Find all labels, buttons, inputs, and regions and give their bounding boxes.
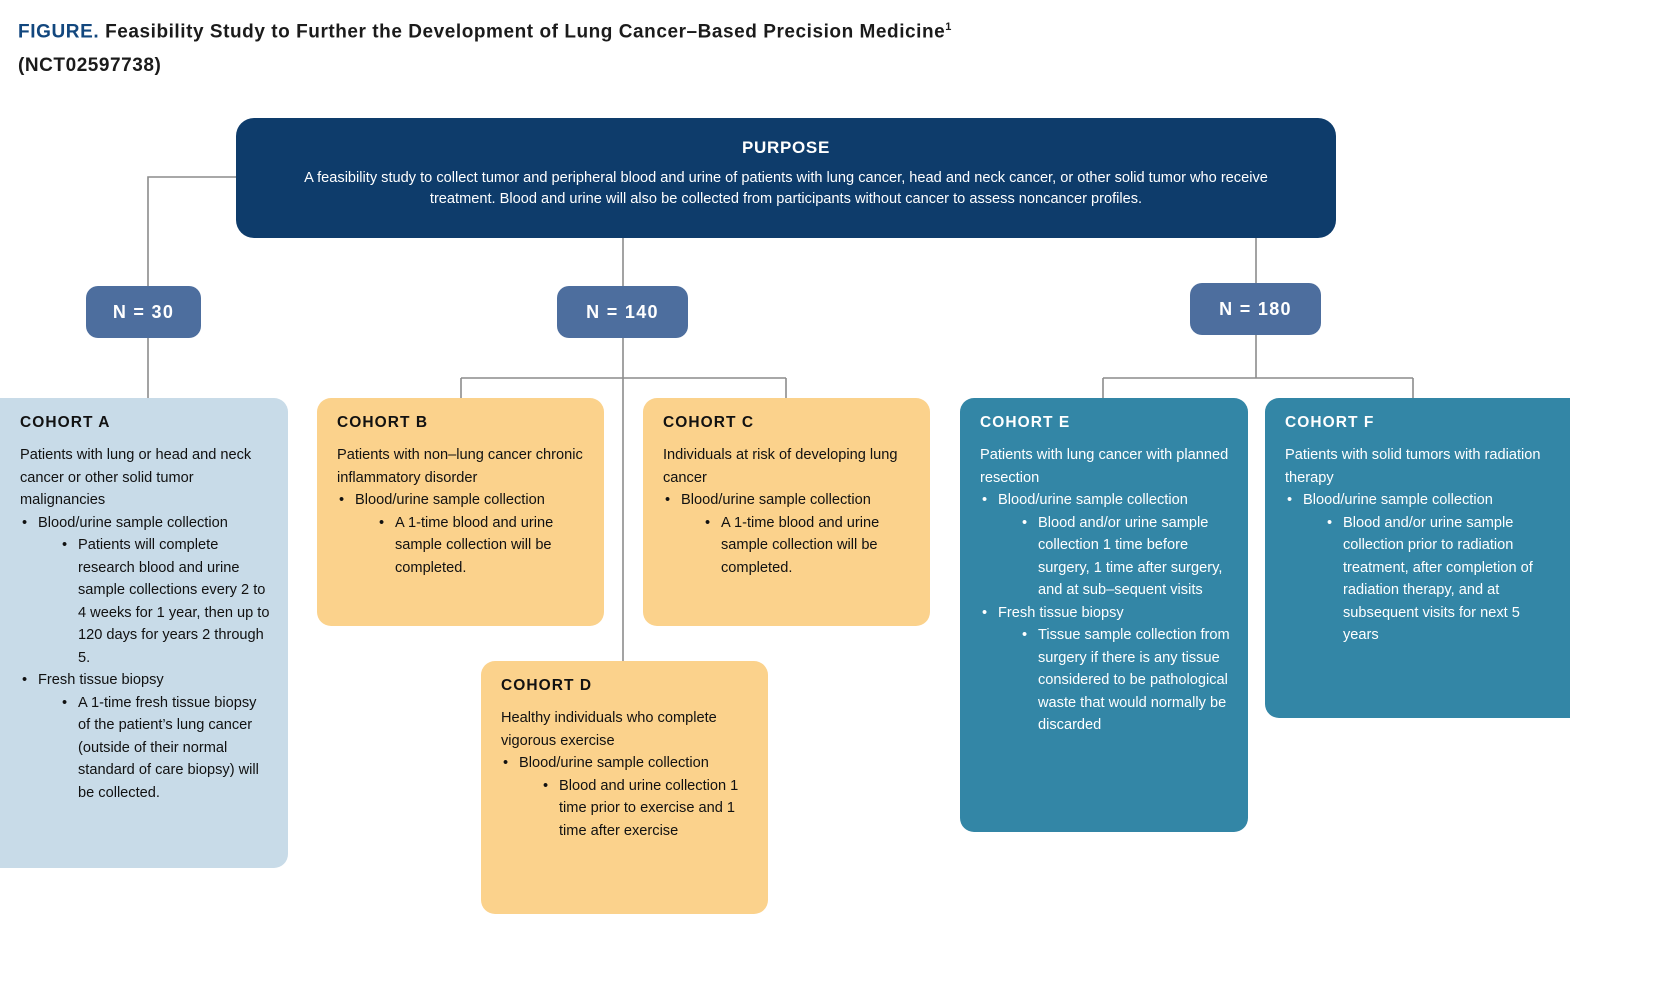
cohort-bullet-list-b: Blood/urine sample collection A 1-time bl… — [337, 489, 586, 579]
cohort-card-a: COHORT A Patients with lung or head and n… — [0, 398, 288, 868]
cohort-bullet-text: Fresh tissue biopsy — [38, 672, 164, 688]
purpose-box: PURPOSE A feasibility study to collect t… — [236, 118, 1336, 238]
cohort-heading-c: COHORT C — [663, 414, 755, 431]
cohort-bullet-text: Blood/urine sample collection — [38, 514, 228, 531]
cohort-description-d: Healthy individuals who complete vigorou… — [501, 710, 717, 749]
cohort-subbullet-list: A 1-time blood and urine sample collecti… — [355, 512, 586, 580]
cohort-card-d: COHORT D Healthy individuals who complete… — [481, 661, 768, 914]
cohort-bullet-list-f: Blood/urine sample collectionBlood and/o… — [1285, 489, 1552, 647]
cohort-subbullet-list: A 1-time blood and urine sample collecti… — [681, 512, 912, 580]
cohort-subbullet: A 1-time fresh tissue biopsy of the pati… — [60, 692, 270, 805]
cohort-subbullet-list: Patients will complete research blood an… — [38, 534, 270, 669]
cohort-bullet: Blood/urine sample collectionBlood and/o… — [1285, 489, 1552, 647]
cohort-subbullet: A 1-time blood and urine sample collecti… — [703, 512, 912, 580]
cohort-bullet-text: Blood/urine sample collection — [1303, 492, 1493, 508]
cohort-subbullet-list: Tissue sample collection from surgery if… — [998, 624, 1230, 737]
cohort-description-f: Patients with solid tumors with radiatio… — [1285, 447, 1541, 486]
sample-size-badge-n180: N = 180 — [1190, 283, 1321, 335]
purpose-heading: PURPOSE — [741, 138, 831, 157]
cohort-card-e: COHORT E Patients with lung cancer with p… — [960, 398, 1248, 832]
cohort-description-a: Patients with lung or head and neck canc… — [20, 447, 252, 508]
cohort-subbullet-list: Blood and/or urine sample collection pri… — [1303, 512, 1552, 647]
figure-trial-id: (NCT02597738) — [18, 55, 162, 77]
cohort-bullet: Blood/urine sample collectionBlood and u… — [501, 752, 750, 842]
wire-purpose-to-n30 — [147, 176, 236, 286]
cohort-bullet-list-a: Blood/urine sample collectionPatients wi… — [20, 512, 270, 805]
cohort-card-c: COHORT C Individuals at risk of developin… — [643, 398, 930, 626]
cohort-bullet-list-e: Blood/urine sample collectionBlood and/o… — [980, 489, 1230, 737]
sample-size-badge-n30: N = 30 — [86, 286, 201, 338]
cohort-subbullet: Blood and/or urine sample collection 1 t… — [1020, 512, 1230, 602]
cohort-subbullet: Blood and/or urine sample collection pri… — [1325, 512, 1552, 647]
cohort-description-e: Patients with lung cancer with planned r… — [980, 447, 1229, 486]
cohort-heading-d: COHORT D — [501, 677, 593, 694]
figure-label: FIGURE. — [18, 21, 100, 43]
cohort-bullet: Fresh tissue biopsy A 1-time fresh tissue… — [20, 669, 270, 804]
cohort-bullet-text: Fresh tissue biopsy — [998, 604, 1124, 621]
cohort-bullet-text: Blood/urine sample collection — [355, 492, 545, 508]
cohort-description-c: Individuals at risk of developing lung c… — [663, 447, 898, 486]
cohort-subbullet: Tissue sample collection from surgery if… — [1020, 624, 1230, 737]
cohort-bullet-text: Blood/urine sample collection — [519, 755, 709, 771]
cohort-bullet: Fresh tissue biopsyTissue sample collect… — [980, 602, 1230, 737]
cohort-bullet: Blood/urine sample collectionPatients wi… — [20, 512, 270, 670]
cohort-description-b: Patients with non–lung cancer chronic in… — [337, 447, 583, 486]
cohort-bullet-text: Blood/urine sample collection — [681, 492, 871, 508]
figure-title-line1: Feasibility Study to Further the Develop… — [105, 21, 946, 43]
cohort-subbullet: A 1-time blood and urine sample collecti… — [377, 512, 586, 580]
cohort-bullet: Blood/urine sample collection A 1-time bl… — [663, 489, 912, 579]
purpose-body: A feasibility study to collect tumor and… — [304, 170, 1268, 207]
cohort-bullet: Blood/urine sample collectionBlood and/o… — [980, 489, 1230, 602]
cohort-subbullet: Patients will complete research blood an… — [60, 534, 270, 669]
cohort-subbullet: Blood and urine collection 1 time prior … — [541, 775, 750, 843]
cohort-heading-f: COHORT F — [1285, 414, 1375, 431]
cohort-heading-e: COHORT E — [980, 414, 1071, 431]
sample-size-badge-n140: N = 140 — [557, 286, 688, 338]
cohort-card-b: COHORT B Patients with non–lung cancer ch… — [317, 398, 604, 626]
figure-footnote-marker: 1 — [945, 21, 952, 33]
cohort-subbullet-list: Blood and/or urine sample collection 1 t… — [998, 512, 1230, 602]
cohort-bullet-list-c: Blood/urine sample collection A 1-time bl… — [663, 489, 912, 579]
cohort-heading-b: COHORT B — [337, 414, 429, 431]
cohort-subbullet-list: A 1-time fresh tissue biopsy of the pati… — [38, 692, 270, 805]
cohort-bullet: Blood/urine sample collection A 1-time bl… — [337, 489, 586, 579]
cohort-bullet-list-d: Blood/urine sample collectionBlood and u… — [501, 752, 750, 842]
page-title: FIGURE. Feasibility Study to Further the… — [18, 10, 1318, 83]
cohort-bullet-text: Blood/urine sample collection — [998, 492, 1188, 508]
cohort-card-f: COHORT F Patients with solid tumors with … — [1265, 398, 1570, 718]
cohort-subbullet-list: Blood and urine collection 1 time prior … — [519, 775, 750, 843]
cohort-heading-a: COHORT A — [20, 414, 111, 431]
